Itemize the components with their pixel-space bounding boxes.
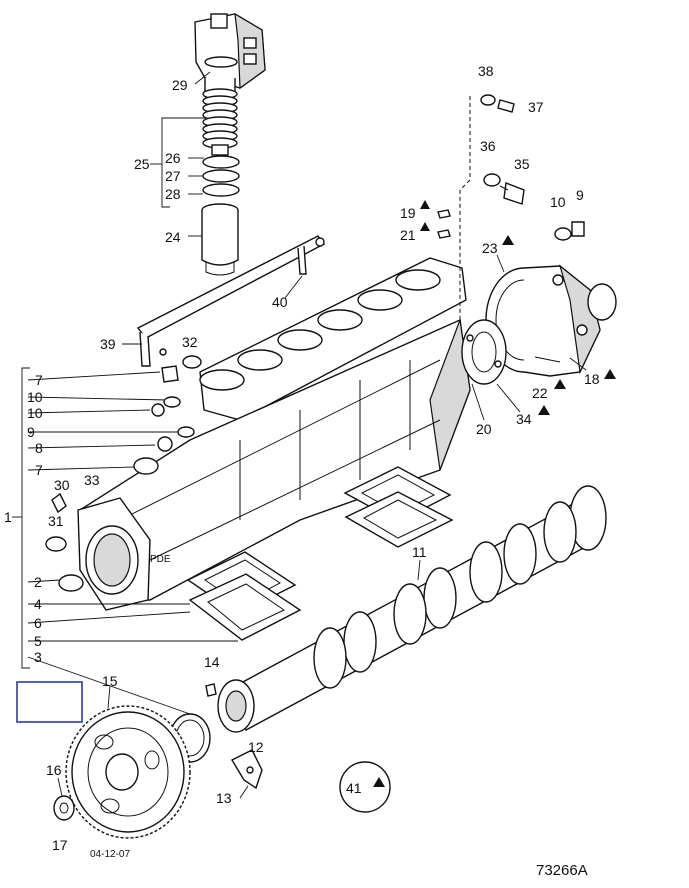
callout-43[interactable]: 41 [346, 780, 362, 796]
callout-26[interactable]: 24 [165, 229, 181, 245]
callout-3[interactable]: 3 [34, 649, 42, 665]
callout-10a[interactable]: 9 [27, 424, 35, 440]
callout-21[interactable]: 19 [400, 205, 416, 221]
triangle-icon [538, 405, 550, 415]
callout-22[interactable]: 20 [476, 421, 492, 437]
callout-34[interactable]: 32 [182, 334, 198, 350]
callout-11[interactable]: 10 [27, 405, 43, 421]
callout-2[interactable]: 2 [34, 574, 42, 590]
callout-32[interactable]: 30 [54, 477, 70, 493]
callout-37[interactable]: 35 [514, 156, 530, 172]
sensor-part[interactable] [437, 94, 585, 241]
callout-41[interactable]: 39 [100, 336, 116, 352]
callout-9b[interactable]: 9 [576, 187, 584, 203]
triangle-icon [373, 777, 385, 787]
callout-14[interactable]: 12 [248, 739, 264, 755]
callout-42[interactable]: 40 [272, 294, 288, 310]
drawing-code: 73266A [536, 862, 588, 879]
callout-25[interactable]: 23 [482, 240, 498, 256]
callout-5[interactable]: 5 [34, 633, 42, 649]
callout-40[interactable]: 38 [478, 63, 494, 79]
callout-27[interactable]: 25 [134, 156, 150, 172]
pump-housing-part[interactable] [485, 264, 617, 377]
callout-7[interactable]: 7 [35, 372, 43, 388]
callout-8[interactable]: 7 [35, 462, 43, 478]
thrust-plate-part[interactable] [231, 749, 263, 790]
pump-gasket-part[interactable] [461, 319, 507, 385]
callout-10b[interactable]: 10 [550, 194, 566, 210]
triangle-icon [420, 200, 430, 209]
callout-28[interactable]: 26 [165, 150, 181, 166]
callout-labels: 29 25 26 27 28 24 40 39 32 7 10 10 9 8 7… [4, 63, 600, 853]
callout-36[interactable]: 34 [516, 411, 532, 427]
gear-washer-part[interactable] [53, 795, 75, 821]
triangle-icon [604, 369, 616, 379]
callout-6[interactable]: 6 [34, 615, 42, 631]
drawing-date: 04-12-07 [90, 849, 130, 860]
seal-rings-part[interactable] [202, 155, 240, 197]
note-triangle-icons [373, 200, 616, 787]
plug-part[interactable] [45, 355, 202, 592]
callout-1[interactable]: 1 [4, 509, 12, 525]
callout-23[interactable]: 21 [400, 227, 416, 243]
callout-15[interactable]: 13 [216, 790, 232, 806]
callout-33[interactable]: 31 [48, 513, 64, 529]
engine-logo-text: PDE [150, 554, 171, 565]
pin-part[interactable] [205, 683, 217, 697]
triangle-icon [554, 379, 566, 389]
triangle-icon [420, 222, 430, 231]
callout-19[interactable]: 17 [52, 837, 68, 853]
cable-bracket-part[interactable] [136, 235, 326, 367]
note-43-circle[interactable] [339, 761, 391, 813]
callout-35[interactable]: 33 [84, 472, 100, 488]
injector-sleeve-part[interactable] [201, 203, 239, 276]
callout-16[interactable]: 14 [204, 654, 220, 670]
callout-9a[interactable]: 8 [35, 440, 43, 456]
callout-29[interactable]: 27 [165, 168, 181, 184]
camshaft-part[interactable] [217, 485, 607, 733]
callout-31[interactable]: 29 [172, 77, 188, 93]
callout-24[interactable]: 22 [532, 385, 548, 401]
callout-13[interactable]: 11 [412, 544, 427, 560]
callout-38[interactable]: 36 [480, 138, 496, 154]
upper-gasket-part[interactable] [343, 466, 454, 548]
callout-30[interactable]: 28 [165, 186, 181, 202]
callout-18[interactable]: 16 [46, 762, 62, 778]
triangle-icon [502, 235, 514, 245]
callout-39[interactable]: 37 [528, 99, 544, 115]
callout-4[interactable]: 4 [34, 596, 42, 612]
callout-17[interactable]: 15 [102, 673, 118, 689]
cover-gasket-part[interactable] [186, 551, 302, 641]
callout-12[interactable]: 10 [27, 389, 43, 405]
unit-injector-part[interactable] [194, 12, 266, 156]
camshaft-gear-part[interactable] [65, 705, 191, 839]
highlight-box[interactable] [16, 681, 83, 723]
cylinder-block-part[interactable]: PDE [77, 257, 471, 611]
callout-20[interactable]: 18 [584, 371, 600, 387]
